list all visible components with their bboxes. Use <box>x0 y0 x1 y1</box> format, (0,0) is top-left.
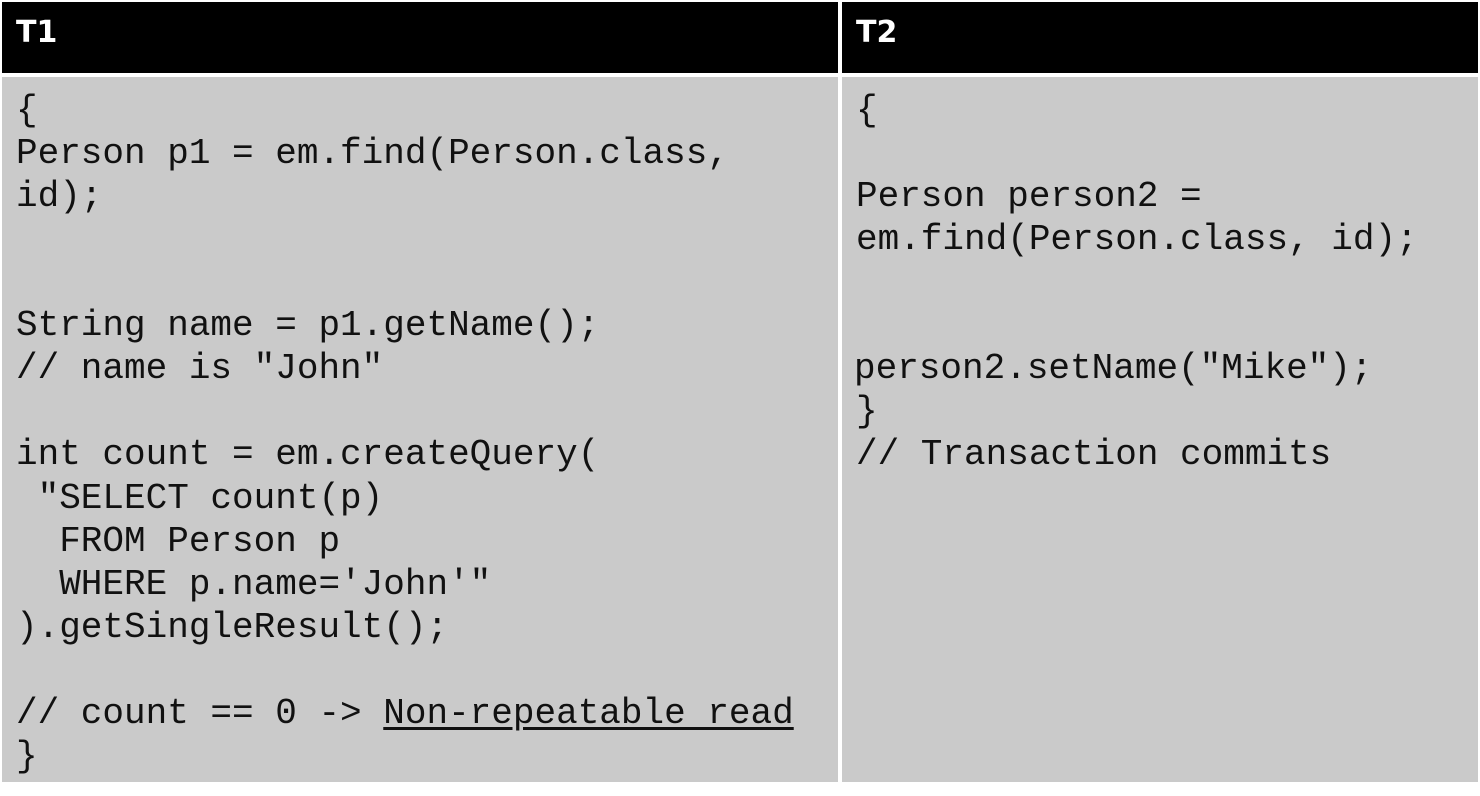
code-line: "SELECT count(p) <box>16 478 384 519</box>
code-line: em.find(Person.class, id); <box>856 219 1418 260</box>
code-line: } <box>16 736 38 777</box>
transaction-table: T1 T2 { Person p1 = em.find(Person.class… <box>2 2 1478 782</box>
t2-code-cell: { Person person2 = em.find(Person.class,… <box>842 77 1478 782</box>
code-line: id); <box>16 176 103 217</box>
code-line: int count = em.createQuery( <box>16 434 600 475</box>
code-line: FROM Person p <box>16 521 341 562</box>
code-line: String name = p1.getName(); <box>16 305 600 346</box>
non-repeatable-read-label: Non-repeatable read <box>383 693 794 734</box>
code-line: } <box>856 391 878 432</box>
code-line: { <box>16 90 38 131</box>
column-header-t2: T2 <box>842 2 1478 73</box>
code-line: // count == 0 -> Non-repeatable read <box>16 692 794 735</box>
code-line: WHERE p.name='John'" <box>16 564 492 605</box>
t1-code-cell: { Person p1 = em.find(Person.class, id);… <box>2 77 838 782</box>
code-line: // Transaction commits <box>856 434 1332 475</box>
code-line: person2.setName("Mike"); <box>854 348 1373 389</box>
code-line: Person person2 = <box>856 176 1202 217</box>
column-header-t1: T1 <box>2 2 838 73</box>
code-line: // name is "John" <box>16 348 384 389</box>
count-comment: // count == 0 -> <box>16 693 384 734</box>
code-line: { <box>856 90 878 131</box>
code-line: Person p1 = em.find(Person.class, <box>16 133 729 174</box>
code-line: ).getSingleResult(); <box>16 607 449 648</box>
